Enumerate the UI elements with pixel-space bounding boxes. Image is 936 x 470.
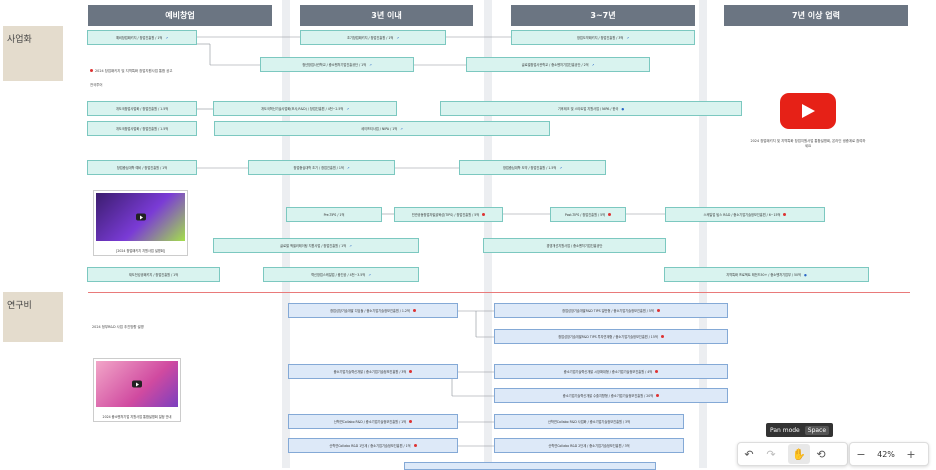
play-icon	[135, 213, 146, 221]
section-rnd: 연구비	[3, 292, 63, 342]
notice-link[interactable]: 2024 창업패키지 및 지역특화 창업지원사업 통합 공고	[90, 68, 172, 73]
rnd-program-box[interactable]: 창업성장기술개발 디딤돌 / 중소기업기술정보진흥원 / 1.2억	[288, 303, 458, 318]
program-box[interactable]: 창업중심대학 도약 / 창업진흥원 / 1.5억↗	[459, 160, 606, 175]
rnd-program-box[interactable]	[404, 462, 656, 470]
rnd-program-box[interactable]: 산학연Collabo R&D 사업화 / 중소기업기술정보진흥원 / 3억	[494, 414, 684, 429]
lane-3y	[282, 0, 290, 468]
program-box[interactable]: 개도국창업사업화 / 창업진흥원 / 1.5억	[87, 101, 197, 116]
rnd-program-box[interactable]: 창업성장기술개발R&D TIPS 투자연계형 / 중소기업기술정보진흥원 / 1…	[494, 329, 728, 344]
notice-link[interactable]: 전국투어	[90, 83, 103, 87]
rnd-program-box[interactable]: 창업성장기술개발R&D TIPS 일반형 / 중소기업기술정보진흥원 / 5억	[494, 303, 728, 318]
play-icon	[132, 380, 142, 388]
program-box[interactable]: 창업중심대학 초기 / 창업진흥원 / 1억↗	[248, 160, 395, 175]
history-toolbar: ↶ ↷ ✋ ⟲	[737, 442, 848, 466]
thumbnail-image	[96, 193, 185, 241]
rnd-notice[interactable]: 2024 정부R&D 사업 추진방향 설명	[92, 325, 144, 329]
program-box[interactable]: 창업도약패키지 / 창업진흥원 / 3억↗	[511, 30, 695, 45]
program-box[interactable]: 세이프티사업 / NIPA / 1억↗	[214, 121, 550, 136]
rnd-program-box[interactable]: 산학연Collabo R&D / 중소기업기술정보진흥원 / 1억	[288, 414, 458, 429]
section-divider	[88, 292, 910, 293]
program-box[interactable]: Post-TIPS / 창업진흥원 / 5억	[550, 207, 626, 222]
program-box[interactable]: 창업중심대학 예비 / 창업진흥원 / 1억	[87, 160, 197, 175]
program-box[interactable]: 청년창업사관학교 / 중소벤처기업진흥공단 / 1억↗	[260, 57, 414, 72]
youtube-play-icon[interactable]	[780, 93, 836, 129]
shortcut-key: Space	[804, 425, 830, 435]
thumbnail-image	[96, 361, 178, 407]
program-box[interactable]: 예비창업패키지 / 창업진흥원 / 1억↗	[87, 30, 197, 45]
program-box[interactable]: 재도전성공패키지 / 창업진흥원 / 1억	[87, 267, 220, 282]
thumbnail-caption: [2024 창업패키지 지원사업 설명회]	[116, 249, 165, 253]
video-caption: 2024 창업패키지 및 지역특화 창업지원사업 통합설명회, 온라인 생중계로…	[750, 139, 866, 148]
rnd-program-box[interactable]: 산학연Collabo R&D 1단계 / 중소기업기술정보진흥원 / 1억	[288, 438, 458, 453]
column-header-3y: 3년 이내	[300, 5, 473, 26]
rnd-program-box[interactable]: 중소기업기술혁신개발 시장확대형 / 중소기업기술정보진흥원 / 4억	[494, 364, 728, 379]
program-box[interactable]: 초기창업패키지 / 창업진흥원 / 1억↗	[300, 30, 446, 45]
program-box[interactable]: 글로벌 액셀러레이팅 지원사업 / 창업진흥원 / 1억↗	[213, 238, 419, 253]
column-header-pre: 예비창업	[88, 5, 272, 26]
lane-3y-r	[484, 0, 492, 468]
pan-hand-icon[interactable]: ✋	[788, 444, 810, 464]
zoom-level[interactable]: 42%	[877, 449, 895, 459]
program-box[interactable]: 글로벌창업사관학교 / 중소벤처기업진흥공단 / 2억↗	[466, 57, 650, 72]
rnd-program-box[interactable]: 중소기업기술혁신개발 / 중소기업기술정보진흥원 / 3억	[288, 364, 458, 379]
program-box[interactable]: 혁신창업스케일업 / 중진공 / 4천~3.5억↗	[263, 267, 419, 282]
zoom-out-icon[interactable]: −	[856, 447, 866, 461]
redo-icon[interactable]: ↷	[766, 447, 776, 461]
history-icon[interactable]: ⟲	[816, 447, 826, 461]
program-box[interactable]: 개도국혁신기술사업화(조사,R&D) / 창업진흥원 / 4천~2.5억↗	[213, 101, 397, 116]
column-header-7y: 7년 이상 업력	[724, 5, 908, 26]
program-box[interactable]: 경영개선지원사업 / 중소벤처기업진흥공단	[483, 238, 666, 253]
column-header-3-7y: 3~7년	[511, 5, 695, 26]
program-box[interactable]: 민관공동창업자발굴육성(TIPS) / 창업진흥원 / 5억	[394, 207, 503, 222]
video-thumbnail[interactable]: [2024 창업패키지 지원사업 설명회]	[93, 190, 188, 256]
section-commercialization: 사업화	[3, 26, 63, 81]
program-box[interactable]: 기후테크 및 스타트업 지원사업 / NIPA / 한국●	[440, 101, 742, 116]
zoom-in-icon[interactable]: +	[906, 447, 916, 461]
video-thumbnail[interactable]: 2024 중소벤처기업 지원사업 통합설명회 일정 안내	[93, 358, 181, 422]
rnd-program-box[interactable]: 중소기업기술혁신개발 수출지향형 / 중소기업기술정보진흥원 / 20억	[494, 388, 728, 403]
thumbnail-caption: 2024 중소벤처기업 지원사업 통합설명회 일정 안내	[102, 415, 172, 419]
rnd-program-box[interactable]: 산학연Collabo R&D 2단계 / 중소기업기술정보진흥원 / 3억	[494, 438, 684, 453]
program-box[interactable]: 스케일업 팁스 R&D / 중소기업기술정보진흥원 / 6~15억	[665, 207, 825, 222]
zoom-toolbar: − 42% +	[849, 442, 929, 466]
program-box[interactable]: 개도국창업사업화 / 창업진흥원 / 1.5억	[87, 121, 197, 136]
undo-icon[interactable]: ↶	[744, 447, 754, 461]
program-box[interactable]: Pre-TIPS / 1억	[286, 207, 382, 222]
program-box[interactable]: 지역특화 프로젝트 레전드50+ / 중소벤처기업부 / 50억●	[664, 267, 869, 282]
lane-37-r	[699, 0, 707, 468]
